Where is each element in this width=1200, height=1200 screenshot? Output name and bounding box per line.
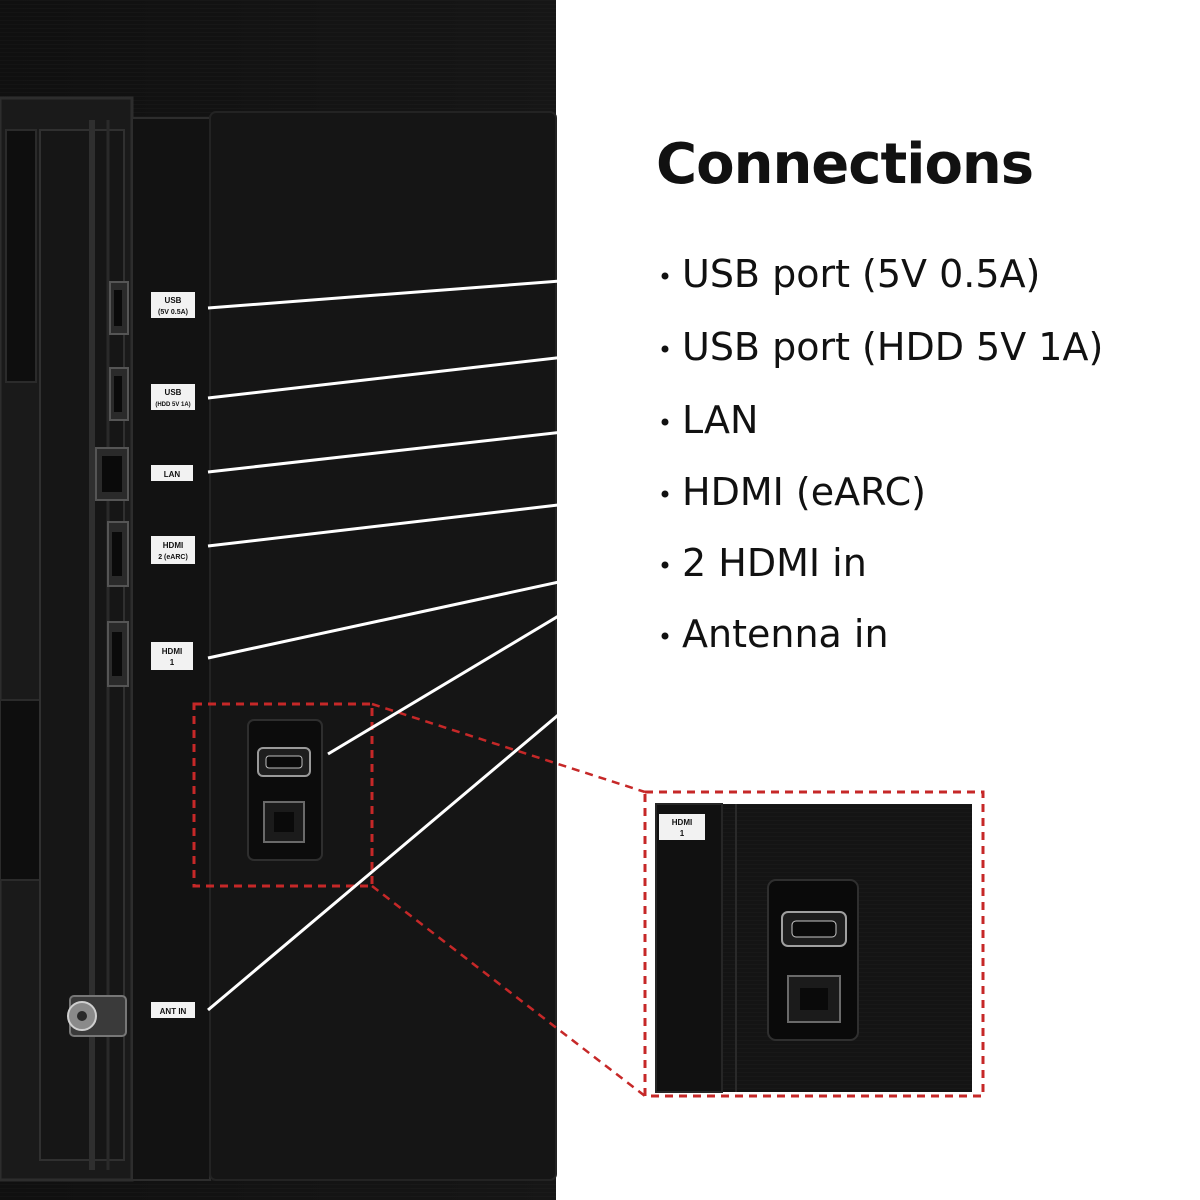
usb-port-2-icon [109,367,129,421]
bullet-icon [661,345,669,353]
list-item: USB port (5V 0.5A) [682,252,1040,296]
leader-usb1 [207,272,653,310]
zoom-connector-top [371,702,646,794]
connection-list: USB port (5V 0.5A) USB port (HDD 5V 1A) … [661,252,1103,656]
leader-lines [207,272,653,1012]
optical-port-lower-icon [263,801,305,843]
hdmi-1-port-icon [107,621,129,687]
leader-antenna [207,634,653,1012]
list-item: HDMI (eARC) [682,470,926,514]
bullet-icon [661,561,669,569]
bullet-icon [661,632,669,640]
port-label-lan: LAN [151,465,193,481]
svg-text:USB: USB [165,388,182,397]
svg-text:(5V 0.5A): (5V 0.5A) [158,309,188,316]
list-item: Antenna in [682,612,889,656]
svg-text:HDMI: HDMI [162,647,182,656]
svg-text:2 (eARC): 2 (eARC) [158,554,188,561]
page-title: Connections [656,132,1033,197]
zoom-inset: HDMI 1 [655,803,972,1093]
port-strip [131,111,557,1181]
leader-hdmi-earc [207,492,653,548]
port-label-hdmi2: HDMI 2 (eARC) [151,536,195,564]
svg-text:1: 1 [170,658,175,667]
zoom-inset-frame [643,790,985,1098]
leader-hdmi1 [207,562,643,660]
svg-text:LAN: LAN [164,470,181,479]
svg-text:HDMI: HDMI [672,818,692,827]
usb-port-1-icon [109,281,129,335]
bullet-icon [661,418,669,426]
zoom-connector-bottom [371,885,646,1097]
svg-text:(HDD 5V 1A): (HDD 5V 1A) [155,402,190,408]
bullet-icon [661,490,669,498]
antenna-connector-icon [67,995,127,1037]
leader-usb2 [207,345,653,400]
hdmi-earc-port-icon [107,521,129,587]
svg-text:HDMI: HDMI [163,541,183,550]
svg-text:ANT IN: ANT IN [160,1007,187,1016]
lan-port-icon [95,447,129,501]
leader-lan [207,420,653,474]
mount-frame [0,96,134,1182]
svg-text:1: 1 [680,829,685,838]
list-item: LAN [682,398,758,442]
list-item: USB port (HDD 5V 1A) [682,325,1103,369]
svg-text:USB: USB [165,296,182,305]
list-item: 2 HDMI in [682,541,867,585]
port-label-usb2: USB (HDD 5V 1A) [151,384,195,410]
port-label-ant: ANT IN [151,1002,195,1018]
port-label-usb1: USB (5V 0.5A) [151,292,195,318]
leader-hdmi-lower [327,564,643,756]
port-label-hdmi1: HDMI 1 [151,642,193,670]
bullet-icon [661,272,669,280]
highlight-box [192,702,374,888]
